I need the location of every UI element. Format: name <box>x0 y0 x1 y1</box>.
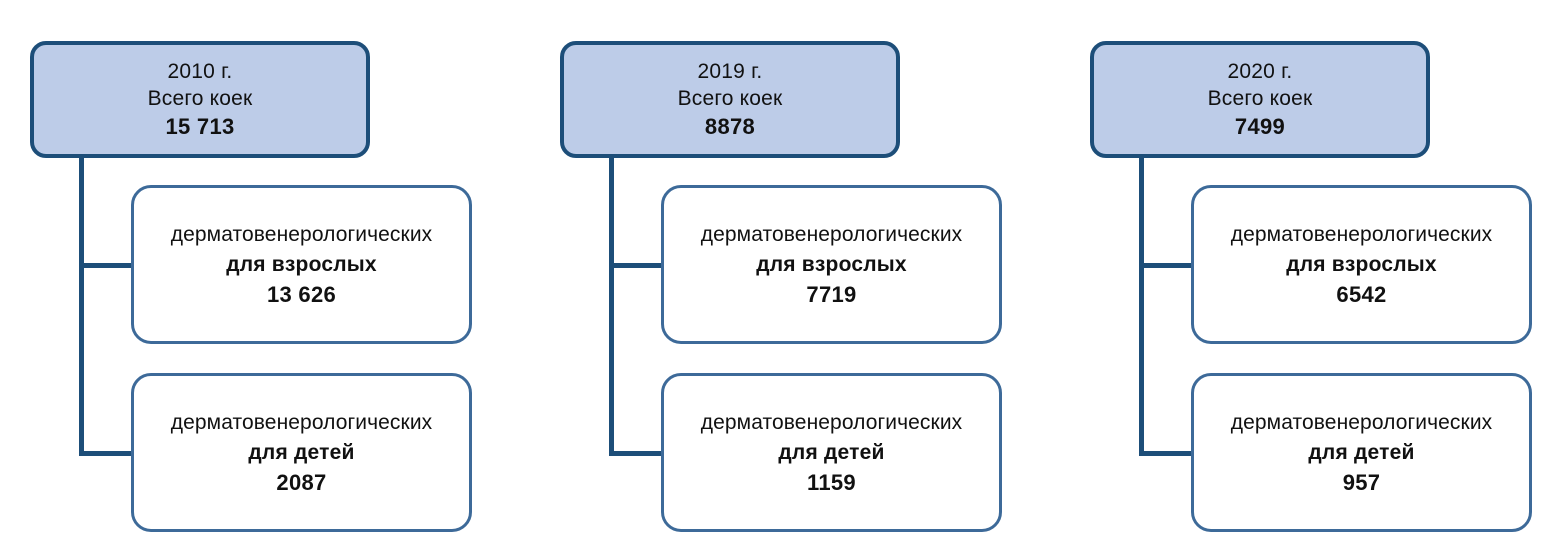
total-value: 8878 <box>704 114 756 139</box>
child-subtype: для детей <box>778 440 885 464</box>
year-group-2010: 2010 г. Всего коек 15 713 дерматовенерол… <box>0 0 500 555</box>
child-subtype: для детей <box>1308 440 1415 464</box>
year-label: 2010 г. <box>167 60 233 83</box>
total-value: 15 713 <box>165 114 235 139</box>
connector-branch-children <box>1139 451 1194 456</box>
total-box-2010: 2010 г. Всего коек 15 713 <box>30 41 370 158</box>
year-label: 2020 г. <box>1227 60 1293 83</box>
year-group-2019: 2019 г. Всего коек 8878 дерматовенеролог… <box>530 0 1030 555</box>
connector-trunk <box>79 155 84 456</box>
year-group-2020: 2020 г. Всего коек 7499 дерматовенеролог… <box>1060 0 1560 555</box>
child-value: 2087 <box>276 469 327 495</box>
child-name: дерматовенерологических <box>1230 222 1493 246</box>
child-value: 1159 <box>807 469 856 495</box>
connector-trunk <box>609 155 614 456</box>
child-subtype: для взрослых <box>226 252 377 276</box>
child-box-adults-2010: дерматовенерологических для взрослых 13 … <box>131 185 472 344</box>
total-box-2020: 2020 г. Всего коек 7499 <box>1090 41 1430 158</box>
connector-trunk <box>1139 155 1144 456</box>
total-box-2019: 2019 г. Всего коек 8878 <box>560 41 900 158</box>
child-name: дерматовенерологических <box>170 410 433 434</box>
child-name: дерматовенерологических <box>170 222 433 246</box>
total-value: 7499 <box>1234 114 1286 139</box>
child-subtype: для взрослых <box>1286 252 1437 276</box>
child-box-adults-2019: дерматовенерологических для взрослых 771… <box>661 185 1002 344</box>
child-box-children-2019: дерматовенерологических для детей 1159 <box>661 373 1002 532</box>
child-subtype: для взрослых <box>756 252 907 276</box>
child-value: 7719 <box>806 281 857 307</box>
total-label: Всего коек <box>147 87 253 110</box>
connector-branch-children <box>609 451 664 456</box>
connector-branch-children <box>79 451 134 456</box>
child-name: дерматовенерологических <box>1230 410 1493 434</box>
child-value: 957 <box>1342 469 1381 495</box>
child-value: 6542 <box>1336 281 1387 307</box>
child-box-children-2020: дерматовенерологических для детей 957 <box>1191 373 1532 532</box>
connector-branch-adults <box>609 263 664 268</box>
connector-branch-adults <box>1139 263 1194 268</box>
child-name: дерматовенерологических <box>700 222 963 246</box>
child-box-adults-2020: дерматовенерологических для взрослых 654… <box>1191 185 1532 344</box>
child-value: 13 626 <box>266 281 337 307</box>
child-subtype: для детей <box>248 440 355 464</box>
connector-branch-adults <box>79 263 134 268</box>
child-name: дерматовенерологических <box>700 410 963 434</box>
total-label: Всего коек <box>1207 87 1313 110</box>
year-label: 2019 г. <box>697 60 763 83</box>
child-box-children-2010: дерматовенерологических для детей 2087 <box>131 373 472 532</box>
total-label: Всего коек <box>677 87 783 110</box>
